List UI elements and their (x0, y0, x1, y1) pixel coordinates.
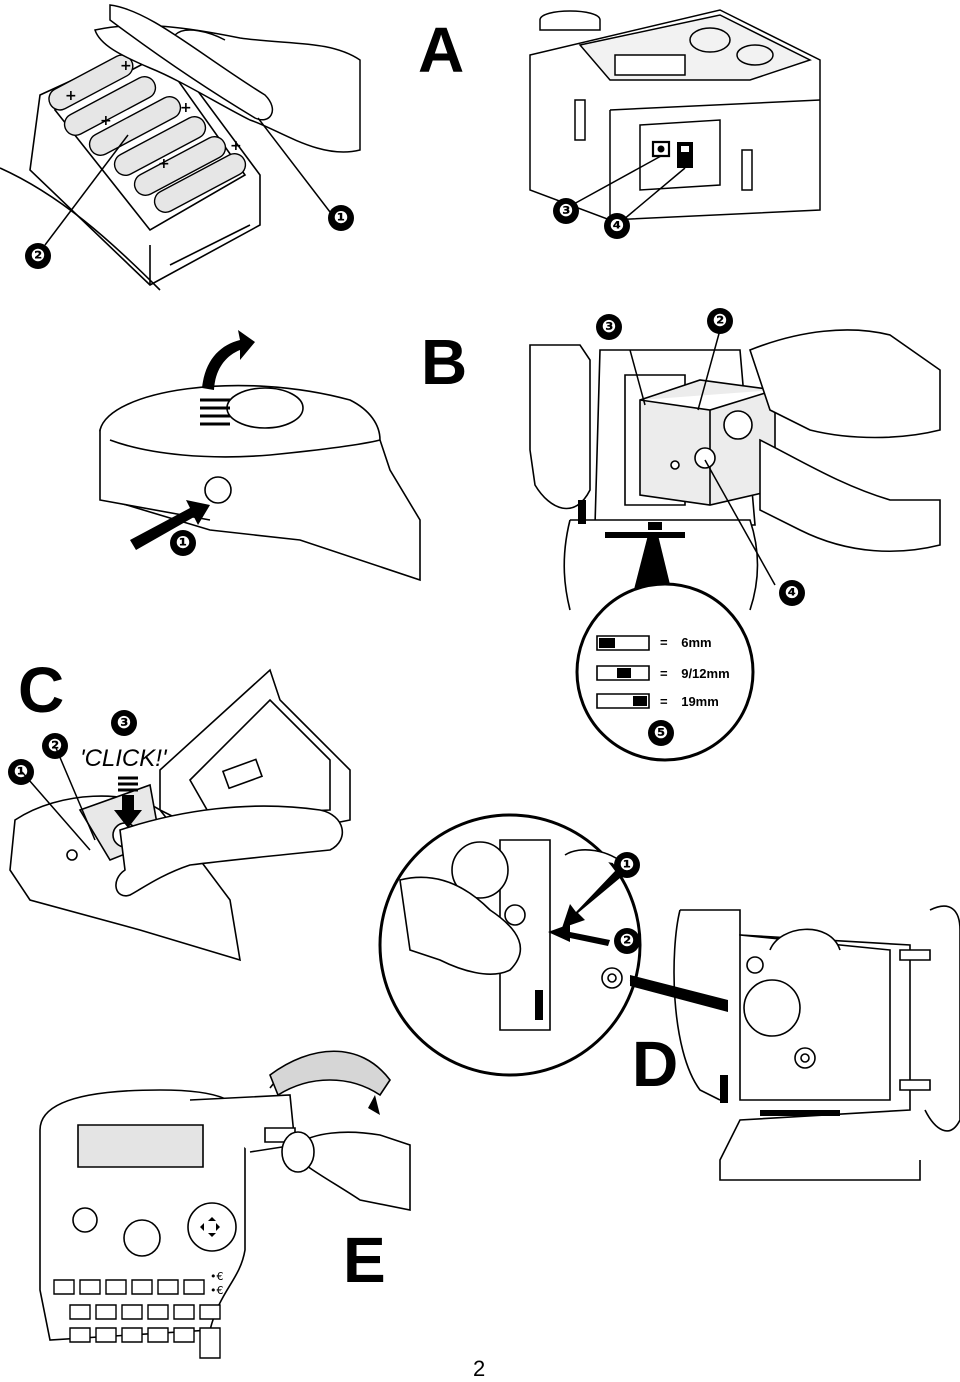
svg-text:+: + (100, 113, 112, 129)
tape-width-label: 19mm (681, 694, 719, 709)
tape-width-label: 9/12mm (681, 666, 730, 681)
svg-text:+: + (65, 88, 77, 104)
tape-width-equals: = (660, 666, 668, 681)
svg-text:+: + (230, 138, 242, 154)
page-number: 2 (473, 1356, 486, 1381)
tape-width-6mm: = 6mm (660, 635, 712, 650)
battery-compartment-illustration: + + + + + + (0, 0, 360, 290)
callout-a-1: ❶ (328, 205, 354, 231)
svg-text:+: + (120, 58, 132, 74)
keypad-euro-symbol-1: •€ (210, 1270, 224, 1283)
tape-width-equals: = (660, 694, 668, 709)
lid-opening-illustration (90, 330, 420, 590)
section-letter-d: D (632, 1028, 679, 1100)
keypad-euro-symbol-2: •€ (210, 1284, 224, 1297)
callout-a-3: ❸ (553, 198, 579, 224)
callout-b-3: ❸ (596, 314, 622, 340)
label-printer-front-illustration (30, 1040, 420, 1350)
section-letter-c: C (18, 654, 65, 726)
callout-b-1: ❶ (170, 530, 196, 556)
callout-a-2: ❷ (25, 243, 51, 269)
callout-d-1: ❶ (614, 852, 640, 878)
printer-ports-illustration (520, 0, 840, 240)
tape-width-indicator (575, 600, 755, 760)
tape-width-19mm: = 19mm (660, 694, 719, 709)
callout-c-1: ❶ (8, 759, 34, 785)
callout-a-4: ❹ (604, 213, 630, 239)
section-letter-e: E (343, 1224, 386, 1296)
tape-width-9-12mm: = 9/12mm (660, 666, 730, 681)
svg-text:+: + (180, 100, 192, 116)
callout-c-2: ❷ (42, 733, 68, 759)
section-letter-b: B (421, 326, 468, 398)
callout-b-4: ❹ (779, 580, 805, 606)
section-letter-a: A (418, 14, 465, 86)
callout-c-3: ❸ (111, 710, 137, 736)
callout-b-5: ❺ (648, 720, 674, 746)
callout-d-2: ❷ (614, 928, 640, 954)
cassette-removal-illustration (380, 800, 960, 1180)
tape-width-label: 6mm (681, 635, 712, 650)
svg-text:+: + (158, 156, 170, 172)
click-text: 'CLICK!' (80, 745, 167, 772)
cassette-click-illustration (0, 660, 360, 970)
cassette-insertion-illustration (520, 310, 940, 610)
tape-width-equals: = (660, 635, 668, 650)
callout-b-2: ❷ (707, 308, 733, 334)
